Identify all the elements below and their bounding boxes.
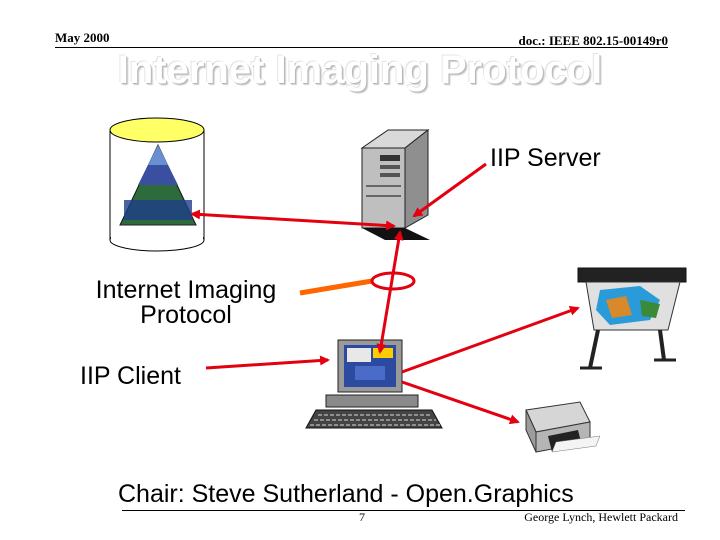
label-protocol-line1: Internet Imaging	[95, 276, 277, 304]
inkjet-printer-icon	[525, 401, 601, 453]
protocol-pointer-line	[299, 278, 373, 296]
header-date: May 2000	[55, 30, 110, 45]
arrow-client-plotter	[401, 306, 580, 374]
arrow-label-client	[205, 355, 330, 370]
header-rule	[55, 47, 668, 48]
header-doc-id: doc.: IEEE 802.15-00149r0	[518, 33, 669, 48]
arrow-label-server	[412, 162, 487, 218]
label-iip-server: IIP Server	[490, 144, 601, 172]
footer-author: George Lynch, Hewlett Packard	[524, 510, 678, 524]
label-internet-imaging-protocol: Internet Imaging Protocol	[76, 278, 296, 328]
arrow-server-client	[376, 230, 404, 354]
footer-page-number: 7	[359, 510, 365, 524]
slide-title: Internet Imaging Protocol	[117, 48, 603, 92]
chair-credit: Chair: Steve Sutherland - Open.Graphics	[118, 480, 574, 508]
arrow-database-server	[190, 209, 396, 231]
desktop-computer-icon	[305, 339, 443, 429]
plotter-printer-icon	[577, 267, 687, 370]
footer-rule	[122, 510, 685, 511]
database-icon	[109, 117, 205, 252]
label-protocol-line2: Protocol	[140, 301, 232, 329]
label-iip-client: IIP Client	[80, 362, 181, 390]
arrow-client-printer	[401, 380, 520, 425]
